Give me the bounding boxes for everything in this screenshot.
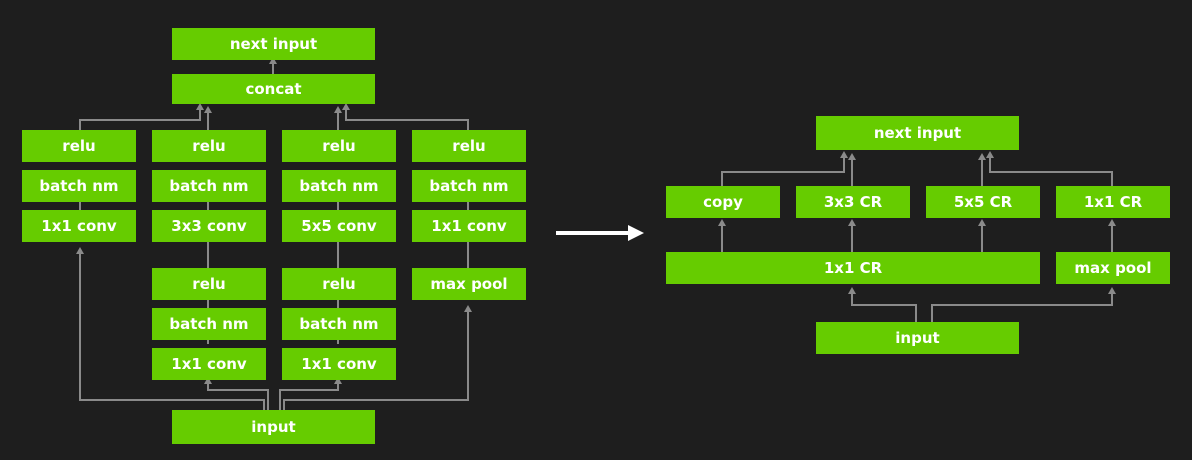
right-1x1cr-block: 1x1 CR	[1056, 186, 1170, 218]
right-copy-block: copy	[666, 186, 780, 218]
arrowhead-icon	[196, 103, 204, 110]
arrowhead-icon	[269, 57, 277, 64]
right-input-block: input	[816, 322, 1019, 354]
arrowhead-icon	[978, 219, 986, 226]
wire	[345, 108, 469, 130]
wire	[207, 382, 269, 410]
wire	[851, 292, 917, 322]
col3-relu2-block: relu	[282, 268, 396, 300]
col4-conv-block: 1x1 conv	[412, 210, 526, 242]
right-5x5cr-block: 5x5 CR	[926, 186, 1040, 218]
arrowhead-icon	[334, 377, 342, 384]
arrowhead-icon	[204, 377, 212, 384]
arrowhead-icon	[840, 151, 848, 158]
col3-batchnorm-block: batch nm	[282, 170, 396, 202]
col2-relu2-block: relu	[152, 268, 266, 300]
col3-conv-block: 5x5 conv	[282, 210, 396, 242]
arrowhead-icon	[464, 305, 472, 312]
left-next-input-block: next input	[172, 28, 375, 60]
col4-relu-block: relu	[412, 130, 526, 162]
wire	[989, 156, 1113, 186]
arrowhead-icon	[334, 106, 342, 113]
right-3x3cr-block: 3x3 CR	[796, 186, 910, 218]
wire	[283, 310, 469, 410]
arrowhead-icon	[1108, 219, 1116, 226]
wire	[721, 156, 845, 186]
col2-conv2-block: 1x1 conv	[152, 348, 266, 380]
right-next-input-block: next input	[816, 116, 1019, 150]
arrowhead-icon	[718, 219, 726, 226]
wire	[79, 252, 265, 410]
arrowhead-icon	[978, 153, 986, 160]
col2-batchnorm-block: batch nm	[152, 170, 266, 202]
right-maxpool-block: max pool	[1056, 252, 1170, 284]
arrowhead-icon	[848, 219, 856, 226]
col4-batchnorm-block: batch nm	[412, 170, 526, 202]
col2-conv-block: 3x3 conv	[152, 210, 266, 242]
left-input-block: input	[172, 410, 375, 444]
arrowhead-icon	[1108, 287, 1116, 294]
col1-conv-block: 1x1 conv	[22, 210, 136, 242]
wire	[79, 108, 201, 130]
col3-conv2-block: 1x1 conv	[282, 348, 396, 380]
col3-batchnorm2-block: batch nm	[282, 308, 396, 340]
col4-maxpool-block: max pool	[412, 268, 526, 300]
right-arrow-head-icon	[628, 225, 644, 241]
col1-batchnorm-block: batch nm	[22, 170, 136, 202]
arrowhead-icon	[204, 106, 212, 113]
arrowhead-icon	[848, 153, 856, 160]
wire	[931, 292, 1113, 322]
arrowhead-icon	[76, 247, 84, 254]
wire	[279, 382, 339, 410]
arrowhead-icon	[342, 103, 350, 110]
col1-relu-block: relu	[22, 130, 136, 162]
col2-batchnorm2-block: batch nm	[152, 308, 266, 340]
arrowhead-icon	[848, 287, 856, 294]
arrowhead-icon	[986, 151, 994, 158]
col3-relu-block: relu	[282, 130, 396, 162]
col2-relu-block: relu	[152, 130, 266, 162]
right-1x1cr-wide-block: 1x1 CR	[666, 252, 1040, 284]
left-concat-block: concat	[172, 74, 375, 104]
